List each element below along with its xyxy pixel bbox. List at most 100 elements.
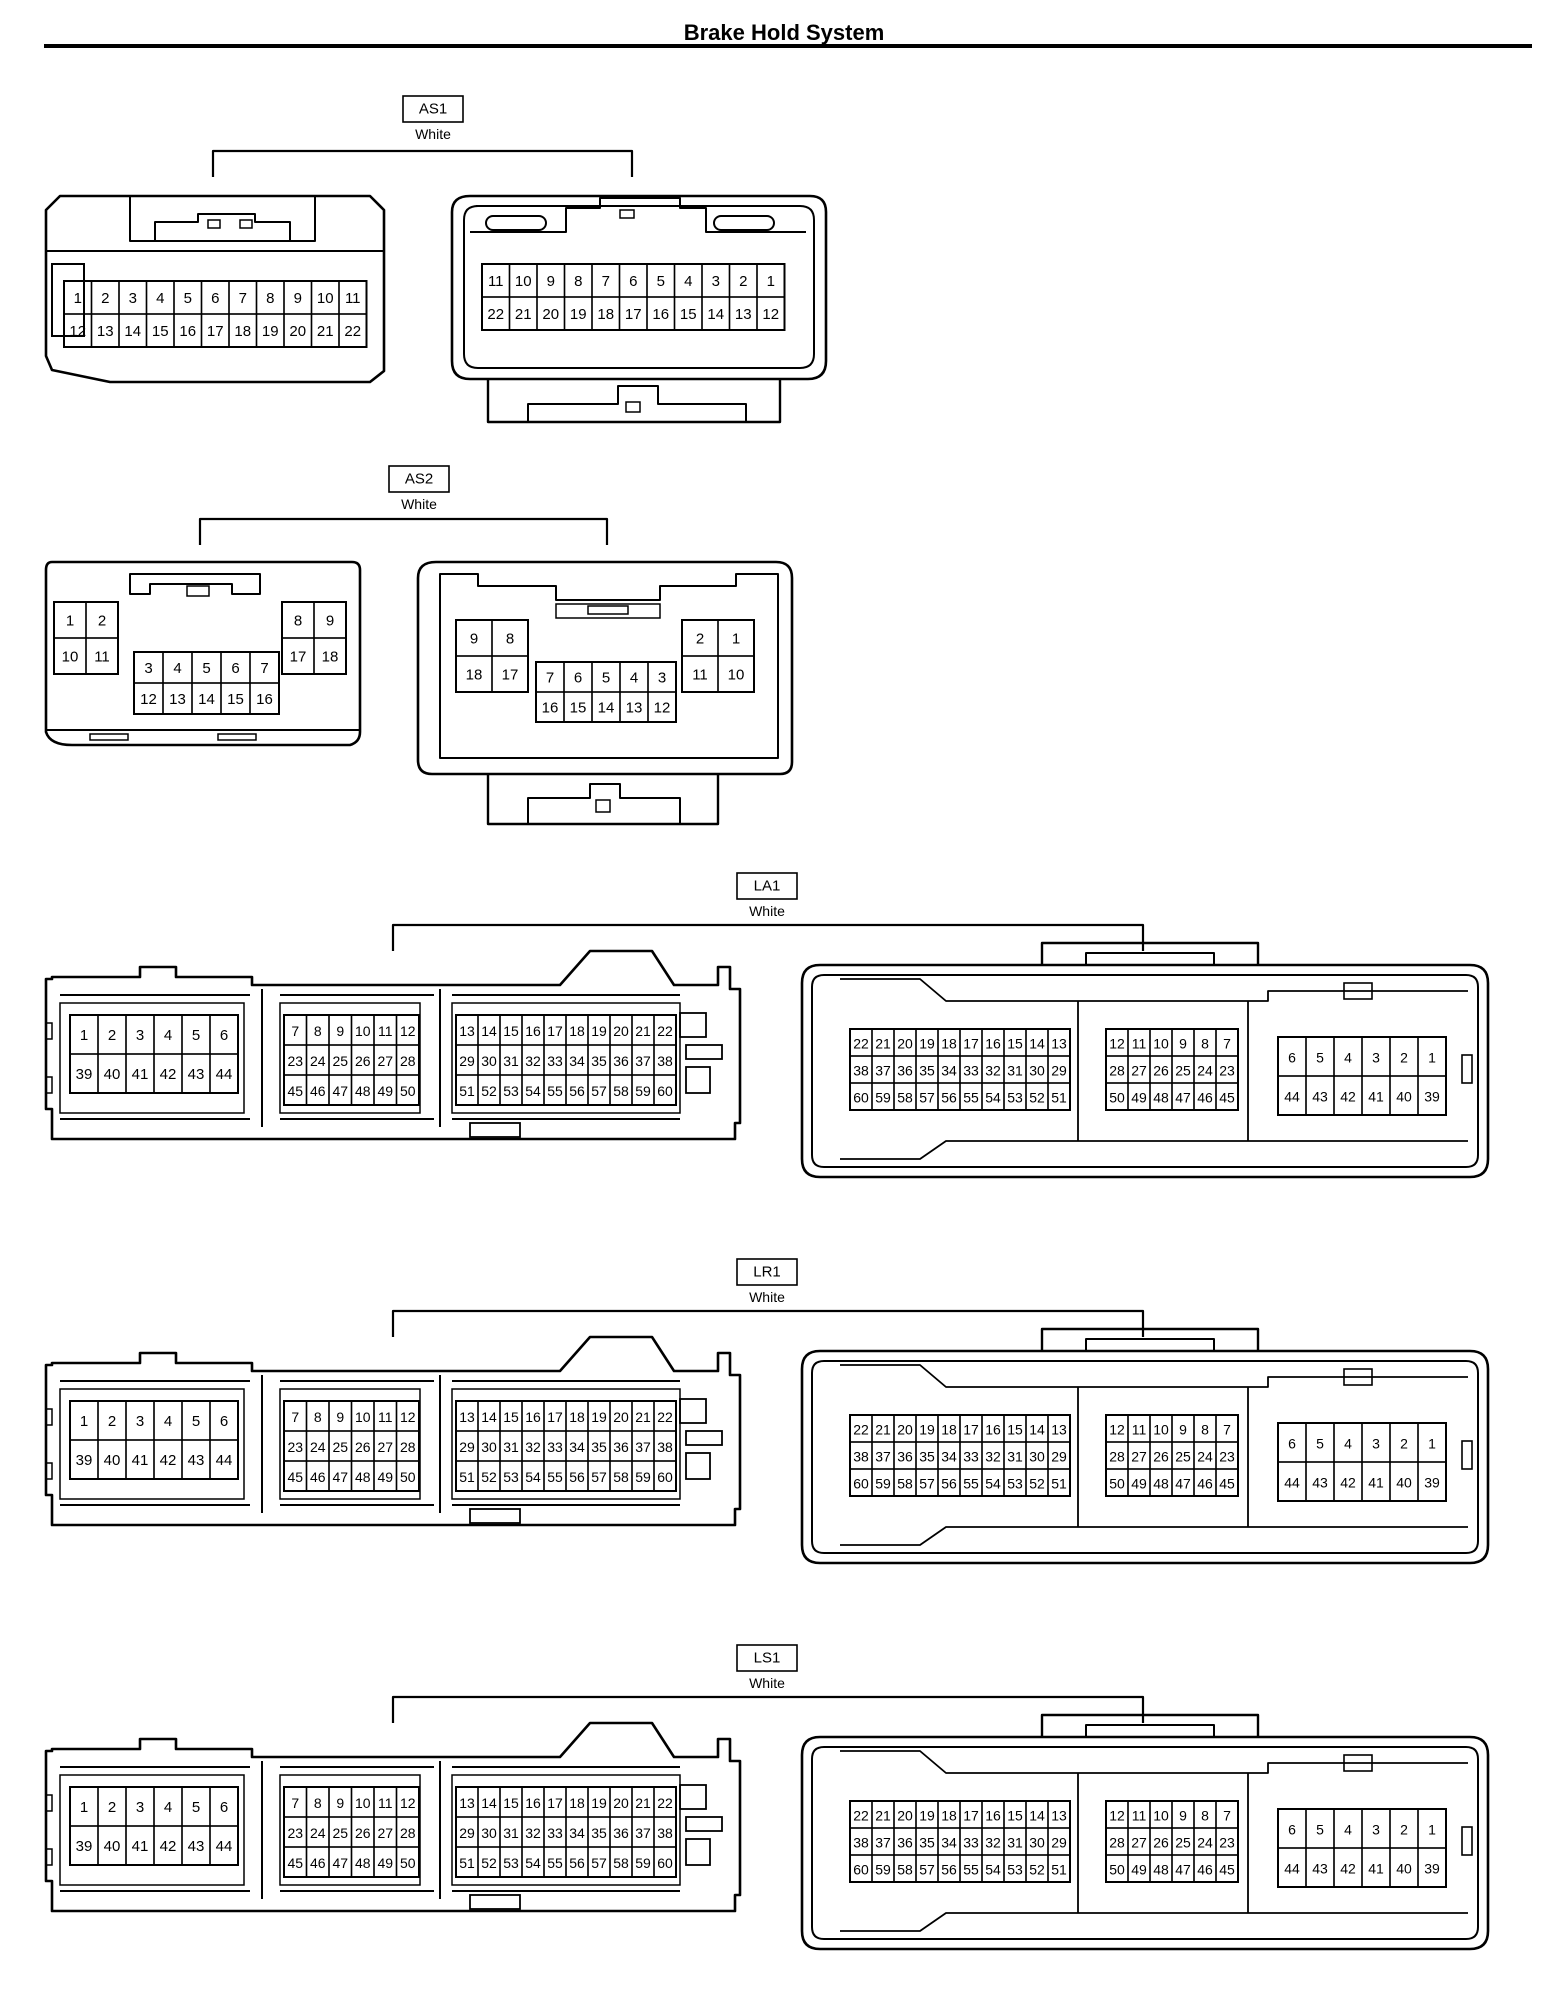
- key: [1343, 1754, 1373, 1772]
- pin-number: 6: [629, 273, 637, 290]
- pin-number: 20: [897, 1036, 913, 1052]
- pin-number: 20: [613, 1023, 629, 1039]
- pin-number: 5: [202, 660, 210, 677]
- pin-cell: [313, 637, 347, 675]
- pin-number: 48: [1153, 1476, 1169, 1492]
- pin-number: 56: [941, 1476, 957, 1492]
- pin-number: 2: [108, 1799, 116, 1816]
- pin-number: 36: [897, 1835, 913, 1851]
- pin-number: 60: [853, 1476, 869, 1492]
- pin-number: 48: [1153, 1862, 1169, 1878]
- pin-number: 50: [400, 1855, 416, 1871]
- page-title: Brake Hold System: [683, 20, 885, 45]
- pin-number: 2: [108, 1027, 116, 1044]
- pin-number: 1: [80, 1413, 88, 1430]
- pin-number: 45: [287, 1855, 303, 1871]
- pin-number: 28: [400, 1439, 416, 1455]
- pin-number: 45: [1219, 1862, 1235, 1878]
- pin-number: 4: [1344, 1050, 1352, 1066]
- pin-number: 41: [132, 1066, 149, 1083]
- pin-number: 15: [503, 1023, 519, 1039]
- pin-cell: [756, 296, 786, 331]
- pin-number: 14: [707, 306, 724, 323]
- pin-number: 17: [963, 1036, 979, 1052]
- pin-number: 13: [459, 1795, 475, 1811]
- pin-number: 46: [310, 1469, 326, 1485]
- pin-number: 6: [220, 1799, 228, 1816]
- pin-number: 50: [400, 1083, 416, 1099]
- pin-number: 13: [735, 306, 752, 323]
- pin-number: 2: [98, 613, 106, 630]
- pin-number: 18: [941, 1808, 957, 1824]
- pin-number: 22: [487, 306, 504, 323]
- pin-number: 5: [1316, 1050, 1324, 1066]
- pin-number: 12: [400, 1795, 416, 1811]
- pin-number: 49: [377, 1469, 393, 1485]
- pin-number: 24: [1197, 1835, 1213, 1851]
- connector-name-box: [402, 95, 464, 123]
- pin-number: 44: [1284, 1475, 1300, 1491]
- latch-housing: [1040, 1327, 1260, 1351]
- pin-number: 4: [1344, 1436, 1352, 1452]
- pin-number: 8: [266, 290, 274, 307]
- pin-number: 17: [207, 323, 224, 340]
- pin-number: 39: [1424, 1089, 1440, 1105]
- pin-number: 60: [657, 1855, 673, 1871]
- pin-number: 49: [1131, 1862, 1147, 1878]
- pin-number: 55: [963, 1476, 979, 1492]
- pin-number: 3: [1372, 1436, 1380, 1452]
- pin-number: 4: [156, 290, 164, 307]
- pin-number: 52: [1029, 1476, 1045, 1492]
- pin-number: 27: [377, 1439, 393, 1455]
- pin-number: 56: [941, 1862, 957, 1878]
- pin-number: 34: [941, 1449, 957, 1465]
- pin-cell: [1215, 1082, 1239, 1111]
- pin-number: 11: [1132, 1036, 1147, 1052]
- pin-number: 2: [1400, 1436, 1408, 1452]
- pin-number: 16: [525, 1409, 541, 1425]
- pin-number: 46: [310, 1083, 326, 1099]
- cavity-frame: [451, 1002, 681, 1114]
- pin-number: 31: [1007, 1063, 1023, 1079]
- pin-number: 7: [291, 1795, 299, 1811]
- inner-ridge: [840, 1912, 1468, 1932]
- pin-number: 58: [613, 1469, 629, 1485]
- key: [685, 1044, 723, 1060]
- pin-number: 4: [630, 670, 638, 687]
- pin-number: 27: [1131, 1063, 1147, 1079]
- pin-number: 24: [1197, 1449, 1213, 1465]
- pin-number: 58: [897, 1476, 913, 1492]
- pin-number: 25: [1175, 1063, 1191, 1079]
- pin-number: 31: [503, 1439, 519, 1455]
- pin-number: 26: [1153, 1449, 1169, 1465]
- pin-number: 41: [132, 1452, 149, 1469]
- pin-number: 1: [80, 1027, 88, 1044]
- pin-number: 33: [547, 1053, 563, 1069]
- pin-number: 60: [657, 1083, 673, 1099]
- pin-number: 43: [188, 1452, 205, 1469]
- key: [1343, 1368, 1373, 1386]
- connector-inner: [439, 573, 779, 759]
- pin-number: 6: [211, 290, 219, 307]
- pin-number: 37: [635, 1825, 651, 1841]
- pin-number: 32: [525, 1439, 541, 1455]
- pin-number: 19: [919, 1808, 935, 1824]
- pin-number: 14: [481, 1795, 497, 1811]
- pin-number: 16: [985, 1422, 1001, 1438]
- pin-number: 7: [1223, 1808, 1231, 1824]
- pin-number: 22: [657, 1023, 673, 1039]
- pin-number: 4: [1344, 1822, 1352, 1838]
- pin-number: 27: [1131, 1835, 1147, 1851]
- pin-number: 1: [80, 1799, 88, 1816]
- pin-number: 14: [481, 1023, 497, 1039]
- pin-number: 53: [503, 1469, 519, 1485]
- pin-number: 13: [1051, 1036, 1067, 1052]
- slot: [485, 215, 547, 231]
- pin-number: 7: [546, 670, 554, 687]
- pin-number: 19: [591, 1409, 607, 1425]
- pin-number: 21: [635, 1795, 651, 1811]
